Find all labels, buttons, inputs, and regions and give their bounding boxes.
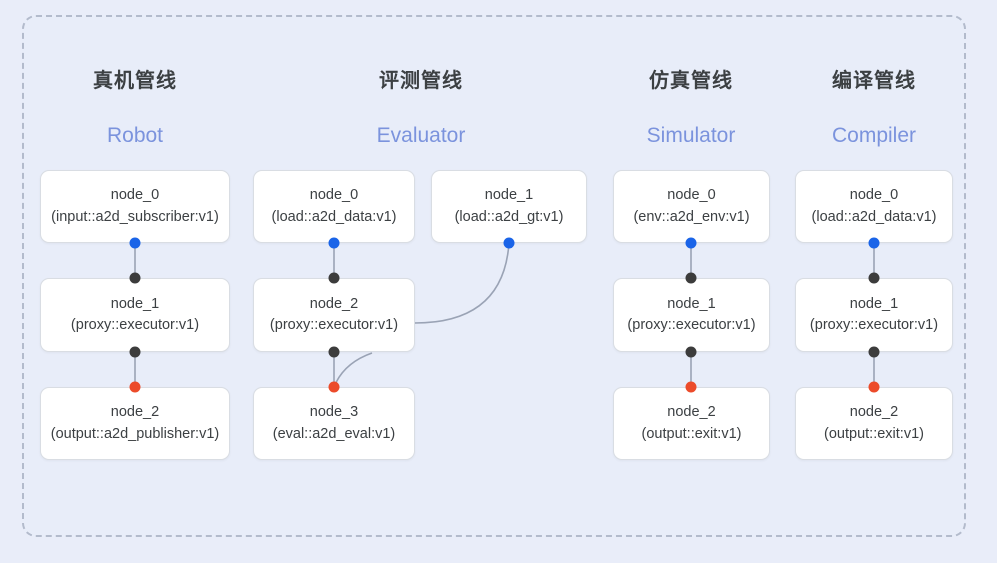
port-output-evaluator-node_0[interactable] <box>328 237 340 249</box>
port-input-robot-node_2[interactable] <box>129 381 141 393</box>
port-input-compiler-node_1[interactable] <box>868 272 880 284</box>
node-name: node_2 <box>309 295 359 312</box>
column-title-evaluator: 评测管线 <box>379 70 463 92</box>
port-output-robot-node_0[interactable] <box>129 237 141 249</box>
port-input-evaluator-node_3[interactable] <box>328 381 340 393</box>
port-output-simulator-node_1[interactable] <box>685 346 697 358</box>
node-evaluator-node_1-gt[interactable]: node_1 (load::a2d_gt:v1) <box>431 170 587 243</box>
port-input-robot-node_1[interactable] <box>129 272 141 284</box>
port-output-robot-node_1[interactable] <box>129 346 141 358</box>
node-name: node_1 <box>667 295 716 312</box>
node-robot-node_0[interactable]: node_0 (input::a2d_subscriber:v1) <box>40 170 230 243</box>
port-input-simulator-node_2[interactable] <box>685 381 697 393</box>
column-title-simulator: 仿真管线 <box>649 70 733 92</box>
node-spec: (env::a2d_env:v1) <box>633 208 750 225</box>
column-subtitle-compiler: Compiler <box>831 124 917 147</box>
node-spec: (proxy::executor:v1) <box>70 317 200 333</box>
port-output-compiler-node_0[interactable] <box>868 237 880 249</box>
node-spec: (proxy::executor:v1) <box>627 317 756 333</box>
node-name: node_0 <box>849 187 899 204</box>
node-compiler-node_2[interactable]: node_2 (output::exit:v1) <box>795 387 953 460</box>
node-spec: (proxy::executor:v1) <box>809 317 939 333</box>
node-robot-node_1[interactable]: node_1 (proxy::executor:v1) <box>40 278 230 352</box>
node-spec: (proxy::executor:v1) <box>269 317 399 333</box>
port-output-simulator-node_0[interactable] <box>685 237 697 249</box>
node-spec: (load::a2d_data:v1) <box>271 208 397 225</box>
node-name: node_1 <box>849 295 899 312</box>
port-output-evaluator-node_1-gt[interactable] <box>503 237 515 249</box>
port-output-evaluator-node_2[interactable] <box>328 346 340 358</box>
node-spec: (output::exit:v1) <box>824 425 924 442</box>
node-spec: (load::a2d_gt:v1) <box>454 208 564 225</box>
node-evaluator-node_2[interactable]: node_2 (proxy::executor:v1) <box>253 278 415 352</box>
port-output-compiler-node_1[interactable] <box>868 346 880 358</box>
node-name: node_0 <box>309 187 359 204</box>
node-spec: (eval::a2d_eval:v1) <box>272 425 396 442</box>
node-evaluator-node_3[interactable]: node_3 (eval::a2d_eval:v1) <box>253 387 415 460</box>
node-name: node_0 <box>110 187 160 204</box>
port-input-compiler-node_2[interactable] <box>868 381 880 393</box>
node-robot-node_2[interactable]: node_2 (output::a2d_publisher:v1) <box>40 387 230 460</box>
port-input-simulator-node_1[interactable] <box>685 272 697 284</box>
node-name: node_2 <box>849 404 899 421</box>
node-compiler-node_1[interactable]: node_1 (proxy::executor:v1) <box>795 278 953 352</box>
node-simulator-node_0[interactable]: node_0 (env::a2d_env:v1) <box>613 170 770 243</box>
column-subtitle-simulator: Simulator <box>646 124 736 147</box>
node-spec: (output::exit:v1) <box>641 425 742 442</box>
node-name: node_2 <box>110 404 160 421</box>
column-title-robot: 真机管线 <box>93 70 177 92</box>
node-simulator-node_1[interactable]: node_1 (proxy::executor:v1) <box>613 278 770 352</box>
node-evaluator-node_0[interactable]: node_0 (load::a2d_data:v1) <box>253 170 415 243</box>
node-simulator-node_2[interactable]: node_2 (output::exit:v1) <box>613 387 770 460</box>
node-name: node_0 <box>667 187 716 204</box>
column-subtitle-robot: Robot <box>106 124 164 147</box>
node-name: node_1 <box>110 295 160 312</box>
column-title-compiler: 编译管线 <box>832 70 916 92</box>
node-spec: (load::a2d_data:v1) <box>811 208 937 225</box>
node-name: node_2 <box>667 404 716 421</box>
node-spec: (input::a2d_subscriber:v1) <box>51 208 219 225</box>
port-input-evaluator-node_2[interactable] <box>328 272 340 284</box>
node-spec: (output::a2d_publisher:v1) <box>50 425 220 442</box>
node-name: node_1 <box>484 187 534 204</box>
node-name: node_3 <box>309 404 359 421</box>
node-compiler-node_0[interactable]: node_0 (load::a2d_data:v1) <box>795 170 953 243</box>
column-subtitle-evaluator: Evaluator <box>376 124 466 147</box>
